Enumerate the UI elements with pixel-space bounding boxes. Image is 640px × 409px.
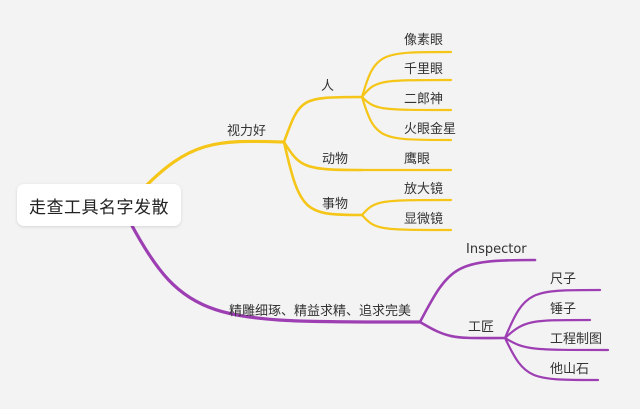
link-people-qianli xyxy=(360,78,453,99)
link-vision-animal xyxy=(282,140,364,172)
topic-animal[interactable]: 动物 xyxy=(322,152,349,167)
link-craft-artisan xyxy=(418,320,507,340)
link-people-pixel xyxy=(360,50,453,99)
link-root-vision xyxy=(138,139,286,194)
link-artisan-hammer xyxy=(503,318,592,340)
link-craft-inspector xyxy=(418,258,537,324)
topic-vision[interactable]: 视力好 xyxy=(227,124,267,139)
topic-microscope[interactable]: 显微镜 xyxy=(404,212,444,227)
topic-inspector[interactable]: Inspector xyxy=(466,242,527,257)
link-artisan-ruler xyxy=(503,288,602,340)
link-people-huoyan xyxy=(360,95,453,142)
link-artisan-stone xyxy=(503,336,600,382)
topic-eagle-eye[interactable]: 鹰眼 xyxy=(404,152,431,167)
topic-magnifier[interactable]: 放大镜 xyxy=(404,182,444,197)
link-vision-people xyxy=(282,95,364,144)
topic-huoyan[interactable]: 火眼金星 xyxy=(404,122,457,137)
topic-qianli-eye[interactable]: 千里眼 xyxy=(404,62,444,77)
topic-hammer[interactable]: 锤子 xyxy=(550,302,577,317)
topic-tashan-stone[interactable]: 他山石 xyxy=(550,362,590,377)
topic-engineering-drawing[interactable]: 工程制图 xyxy=(550,332,603,347)
root-topic[interactable]: 走查工具名字发散 xyxy=(17,184,181,226)
link-object-magnifier xyxy=(360,198,453,217)
topic-object[interactable]: 事物 xyxy=(322,197,349,212)
topic-craftsmanship[interactable]: 精雕细琢、精益求精、追求完美 xyxy=(229,304,412,319)
topic-erlang[interactable]: 二郎神 xyxy=(404,92,444,107)
link-artisan-drawing xyxy=(503,336,610,352)
link-vision-object xyxy=(282,140,364,217)
link-root-craft xyxy=(128,220,422,324)
link-people-erlang xyxy=(360,95,453,112)
topic-people[interactable]: 人 xyxy=(321,79,335,94)
topic-pixel-eye[interactable]: 像素眼 xyxy=(404,33,444,48)
topic-artisan[interactable]: 工匠 xyxy=(468,320,495,335)
topic-ruler[interactable]: 尺子 xyxy=(550,272,577,287)
link-object-microscope xyxy=(360,213,453,232)
